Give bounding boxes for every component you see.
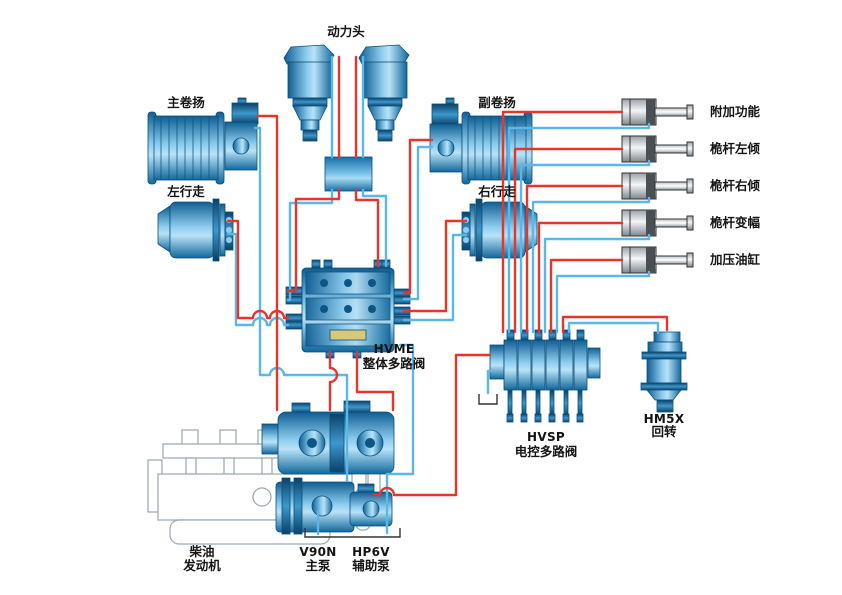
center-block bbox=[324, 156, 373, 192]
label-engine-1: 柴油 bbox=[188, 544, 214, 559]
label-cylinder-mast-tilt-left: 桅杆左倾 bbox=[710, 141, 761, 156]
hvsp-valve bbox=[489, 329, 601, 423]
pipe-blue bbox=[385, 343, 415, 535]
label-v90n-sub: 主泵 bbox=[305, 558, 331, 573]
pipe-red bbox=[525, 184, 624, 334]
pipe-blue bbox=[361, 188, 388, 268]
main-pump bbox=[261, 400, 395, 475]
label-hvsp: HVSP bbox=[527, 430, 565, 444]
pipe-red bbox=[226, 219, 290, 320]
label-hm5x: HM5X bbox=[644, 412, 685, 426]
pipe-red bbox=[549, 258, 624, 334]
pipe-blue bbox=[567, 321, 660, 335]
label-power-head: 动力头 bbox=[327, 24, 365, 39]
hm5x-slew-drive bbox=[640, 331, 688, 413]
label-v90n: V90N bbox=[299, 545, 336, 559]
pipe-blue bbox=[402, 145, 434, 301]
pipe-red bbox=[328, 350, 339, 412]
pump-bracket bbox=[304, 528, 401, 538]
pipe-red bbox=[501, 110, 624, 334]
left-travel-motor bbox=[157, 198, 234, 262]
pipe-blue bbox=[507, 122, 651, 334]
pipe-blue bbox=[543, 233, 651, 334]
cylinder-pressurizing bbox=[621, 246, 694, 274]
pipe-red bbox=[537, 221, 624, 334]
power-head-unit-right bbox=[358, 44, 410, 142]
cylinder-mast-luffing bbox=[621, 209, 694, 237]
cylinder-mast-tilt-right bbox=[621, 172, 694, 200]
pipe-red bbox=[561, 315, 669, 334]
label-cylinder-additional-function: 附加功能 bbox=[710, 104, 761, 119]
pipe-red bbox=[372, 353, 492, 497]
label-hvme-sub: 整体多路阀 bbox=[363, 356, 426, 371]
pipe-blue bbox=[555, 270, 651, 334]
label-hp6v: HP6V bbox=[352, 545, 390, 559]
right-travel-motor bbox=[461, 198, 538, 262]
cylinder-mast-tilt-left bbox=[621, 135, 694, 163]
pipe-red bbox=[286, 188, 341, 293]
pipe-red bbox=[354, 188, 380, 268]
cylinder-additional-function bbox=[621, 98, 694, 126]
pipe-blue bbox=[531, 196, 651, 334]
label-main-winch: 主卷扬 bbox=[167, 95, 205, 110]
label-cylinder-mast-luffing: 桅杆变幅 bbox=[710, 215, 761, 230]
label-left-travel: 左行走 bbox=[166, 184, 205, 199]
label-aux-winch: 副卷扬 bbox=[478, 95, 516, 110]
power-head-unit-left bbox=[283, 44, 335, 142]
pipe-blue bbox=[226, 232, 290, 327]
label-hvsp-sub: 电控多路阀 bbox=[515, 444, 578, 459]
label-right-travel: 右行走 bbox=[477, 184, 516, 199]
hydraulic-lines bbox=[226, 55, 669, 536]
label-hp6v-sub: 辅助泵 bbox=[352, 558, 390, 573]
pipe-blue bbox=[519, 159, 651, 334]
label-hvme: HVME bbox=[374, 342, 415, 356]
label-hm5x-sub: 回转 bbox=[651, 424, 677, 439]
pipe-red bbox=[513, 147, 624, 334]
label-cylinder-mast-tilt-right: 桅杆右倾 bbox=[710, 178, 761, 193]
pipe-red bbox=[402, 219, 468, 313]
pipe-blue bbox=[486, 369, 492, 395]
v90n-hp6v-pump-group bbox=[275, 477, 401, 538]
pipe-red bbox=[402, 138, 434, 295]
pipe-blue bbox=[402, 233, 468, 322]
pipe-red bbox=[355, 350, 395, 412]
label-engine-2: 发动机 bbox=[182, 558, 221, 573]
main-winch bbox=[147, 97, 259, 185]
label-cylinder-pressurizing: 加压油缸 bbox=[709, 252, 761, 267]
tank-symbol bbox=[478, 394, 498, 405]
